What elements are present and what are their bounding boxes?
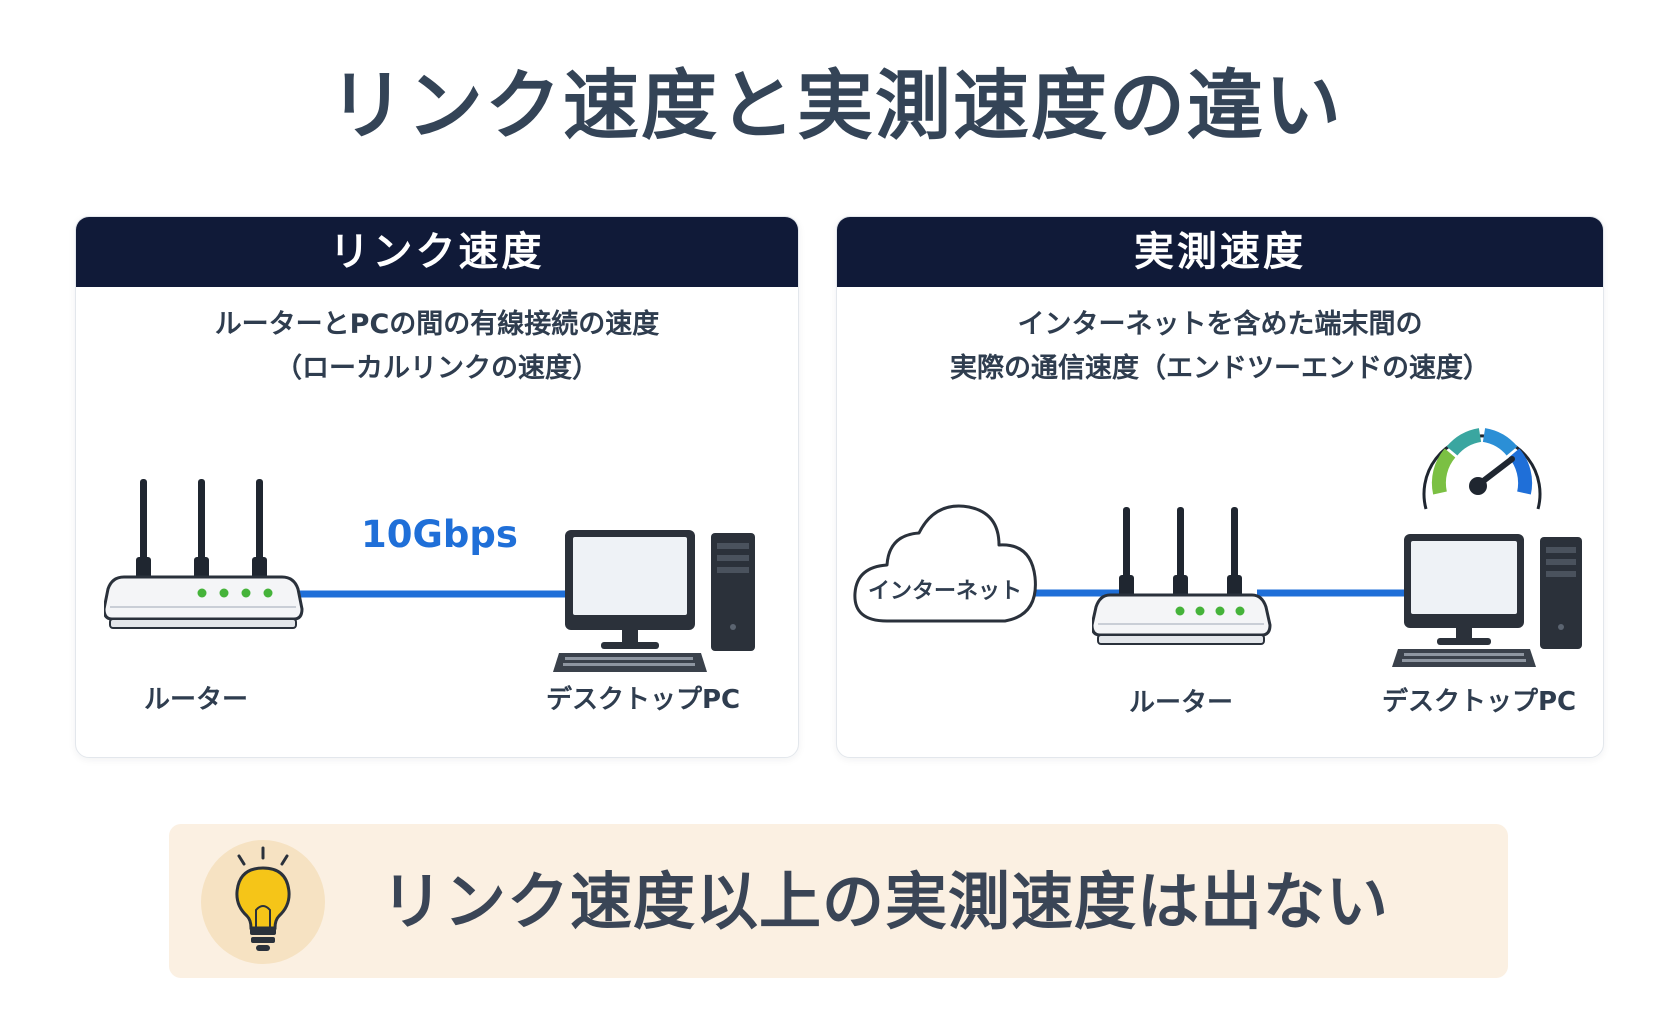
link-speed-panel: リンク速度 ルーターとPCの間の有線接続の速度 （ローカルリンクの速度） 10G… xyxy=(75,216,799,758)
link-speed-description-line-2: （ローカルリンクの速度） xyxy=(275,353,599,384)
measured-speed-description-line-1: インターネットを含めた端末間の xyxy=(1017,309,1423,340)
router-icon xyxy=(104,479,304,629)
lightbulb-badge xyxy=(201,840,325,964)
pc-link-line xyxy=(1257,589,1417,597)
link-speed-header: リンク速度 xyxy=(76,217,798,287)
page-title: リンク速度と実測速度の違い xyxy=(329,61,1343,150)
internet-link-line xyxy=(1032,589,1132,597)
cloud-label: インターネット xyxy=(867,579,1022,604)
measured-speed-header: 実測速度 xyxy=(837,217,1603,287)
router-label: ルーター xyxy=(1129,688,1234,718)
measured-speed-panel: 実測速度 インターネットを含めた端末間の 実際の通信速度（エンドツーエンドの速度… xyxy=(836,216,1604,758)
desktop-pc-label: デスクトップPC xyxy=(1382,687,1577,717)
conclusion-callout: リンク速度以上の実測速度は出ない xyxy=(169,824,1508,978)
cloud-icon xyxy=(853,504,1037,623)
link-speed-description-line-1: ルーターとPCの間の有線接続の速度 xyxy=(214,309,660,340)
desktop-pc-label: デスクトップPC xyxy=(546,685,741,715)
lightbulb-icon xyxy=(235,846,291,951)
speedometer-icon xyxy=(1422,428,1542,510)
link-speed-value: 10Gbps xyxy=(361,513,518,556)
desktop-pc-icon xyxy=(553,530,755,672)
measured-speed-description-line-2: 実際の通信速度（エンドツーエンドの速度） xyxy=(950,353,1490,384)
router-label: ルーター xyxy=(144,685,249,715)
desktop-pc-icon xyxy=(1392,534,1582,667)
conclusion-text: リンク速度以上の実測速度は出ない xyxy=(381,865,1390,938)
link-speed-description: ルーターとPCの間の有線接続の速度 （ローカルリンクの速度） xyxy=(76,303,798,391)
router-icon xyxy=(1092,507,1272,645)
measured-speed-description: インターネットを含めた端末間の 実際の通信速度（エンドツーエンドの速度） xyxy=(837,303,1603,391)
